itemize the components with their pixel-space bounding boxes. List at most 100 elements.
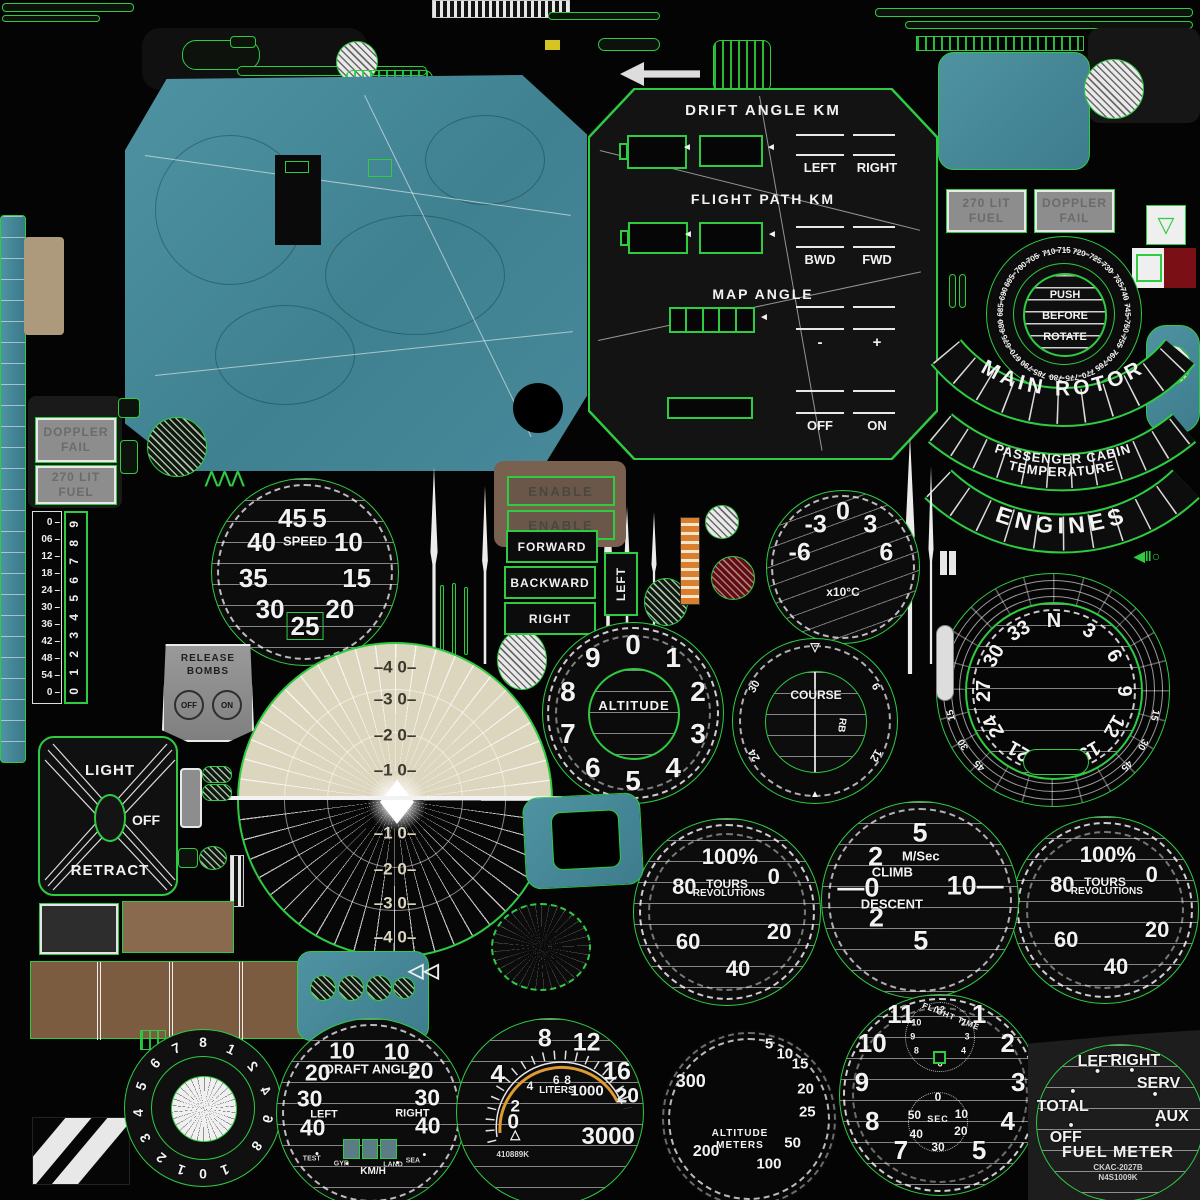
dial-text: RB xyxy=(834,717,848,733)
dial-text: 6 xyxy=(146,1055,164,1072)
list-item: 36 xyxy=(34,616,60,633)
dial-text: △ xyxy=(510,1126,521,1142)
right-button[interactable]: RIGHT xyxy=(504,602,596,635)
dial-text: 710 xyxy=(1041,246,1057,259)
label-minus: - xyxy=(817,334,823,351)
dial-text: 3 xyxy=(690,718,706,750)
radio-alt-label1: ALTITUDE xyxy=(711,1128,769,1139)
hatched-oval-icon xyxy=(202,784,232,801)
dial-text: 4 xyxy=(129,1108,146,1118)
dial-text: 15 xyxy=(944,708,958,723)
left-button[interactable]: LEFT xyxy=(604,552,638,616)
dial-text: 1000 xyxy=(570,1082,604,1100)
pointer-arrow: ◄ xyxy=(682,142,692,153)
dial-text: 20 xyxy=(304,1059,331,1086)
hatched-ball-icon xyxy=(338,975,364,1001)
list-item: 3 xyxy=(66,631,81,639)
drum-starburst xyxy=(171,1076,237,1142)
dial-text: –4 0– xyxy=(373,927,417,947)
window-notch xyxy=(620,230,629,246)
dial-text: 2 xyxy=(961,1017,967,1028)
bombs-on-button[interactable]: ON xyxy=(212,690,242,720)
dial-text: 3 xyxy=(964,1031,970,1042)
dial-text: 100 xyxy=(756,1155,782,1173)
dial-text: 25 xyxy=(798,1103,816,1121)
valve-icon: ◀‖○ xyxy=(1134,548,1161,564)
dial-text: 8 xyxy=(537,1024,552,1053)
dial-text: 30 xyxy=(255,594,285,625)
tan-patch xyxy=(24,237,64,335)
bombs-label: BOMBS xyxy=(186,666,230,677)
dial-text: 0 xyxy=(934,1090,942,1105)
dial-text: 9 xyxy=(910,1031,916,1042)
label-left: LEFT xyxy=(803,160,837,175)
hatched-knob[interactable] xyxy=(147,417,207,477)
dial-text: 10 xyxy=(954,1107,969,1122)
label-on: ON xyxy=(867,418,887,433)
enable-button[interactable]: ENABLE xyxy=(507,476,615,506)
dial-text: 690 xyxy=(997,286,1010,303)
dial-text: 35 xyxy=(238,563,268,594)
dial-text: 5 xyxy=(764,1035,774,1053)
dial-text: 0 xyxy=(1145,861,1158,887)
hatched-ball-icon xyxy=(497,630,547,690)
brown-box xyxy=(122,901,234,953)
dial-text: 20 xyxy=(407,1057,434,1084)
dial-text: 695 xyxy=(1002,272,1018,289)
altitude-center: ALTITUDE xyxy=(588,668,680,760)
list-item: 8 xyxy=(66,539,81,547)
dial-text: 50 xyxy=(784,1134,801,1152)
white-bar xyxy=(940,551,947,575)
wireframe-bar xyxy=(2,3,134,12)
light-off-label: OFF xyxy=(132,812,160,828)
striped-column xyxy=(230,855,244,907)
dial-text: REVOLUTIONS xyxy=(692,888,765,900)
dial-text: 33 xyxy=(1004,615,1035,646)
dial-text: LAND xyxy=(383,1161,403,1169)
dial-text: ● xyxy=(314,1150,320,1158)
dial-text: RIGHT xyxy=(1110,1051,1161,1069)
dial-text: TOURS xyxy=(706,877,748,892)
svg-text:TEMPERATURE: TEMPERATURE xyxy=(1007,458,1116,480)
wireframe-bar xyxy=(548,12,660,20)
dial-text: 10— xyxy=(946,870,1004,901)
bombs-off-button[interactable]: OFF xyxy=(174,690,204,720)
gauge-needle xyxy=(651,512,657,637)
light-switch-toggle[interactable] xyxy=(94,794,126,842)
left-button-label: LEFT xyxy=(614,567,628,601)
dial-text: ● xyxy=(1070,1085,1076,1096)
list-item: 7 xyxy=(66,557,81,565)
dial-text: 6 xyxy=(552,1073,560,1088)
dial-text: ● xyxy=(1129,1064,1135,1075)
gauge-needle xyxy=(928,466,934,664)
clock-center-hub xyxy=(933,1051,946,1064)
list-item: 4 xyxy=(66,613,81,621)
dial-text: –4 0– xyxy=(373,657,417,677)
dial-text: TOURS xyxy=(1084,875,1126,890)
white-bar xyxy=(949,551,956,575)
dial-text: 6 xyxy=(1101,645,1127,667)
dial-text: LEFT xyxy=(310,1108,338,1121)
dial-text: ● xyxy=(1068,1119,1074,1130)
light-switch-panel: LIGHT OFF RETRACT xyxy=(38,736,178,896)
list-item: 1 xyxy=(66,668,81,676)
dial-text: REVOLUTIONS xyxy=(1070,886,1143,898)
dial-text: 2 xyxy=(152,1149,170,1167)
radio-alt-label2: METERS xyxy=(716,1140,764,1151)
dial-text: 10 xyxy=(857,1027,887,1058)
forward-button[interactable]: FORWARD xyxy=(506,530,598,563)
backward-button[interactable]: BACKWARD xyxy=(504,566,596,599)
dial-text: KM/H xyxy=(360,1166,386,1178)
dial-text: 12 xyxy=(1099,710,1130,741)
